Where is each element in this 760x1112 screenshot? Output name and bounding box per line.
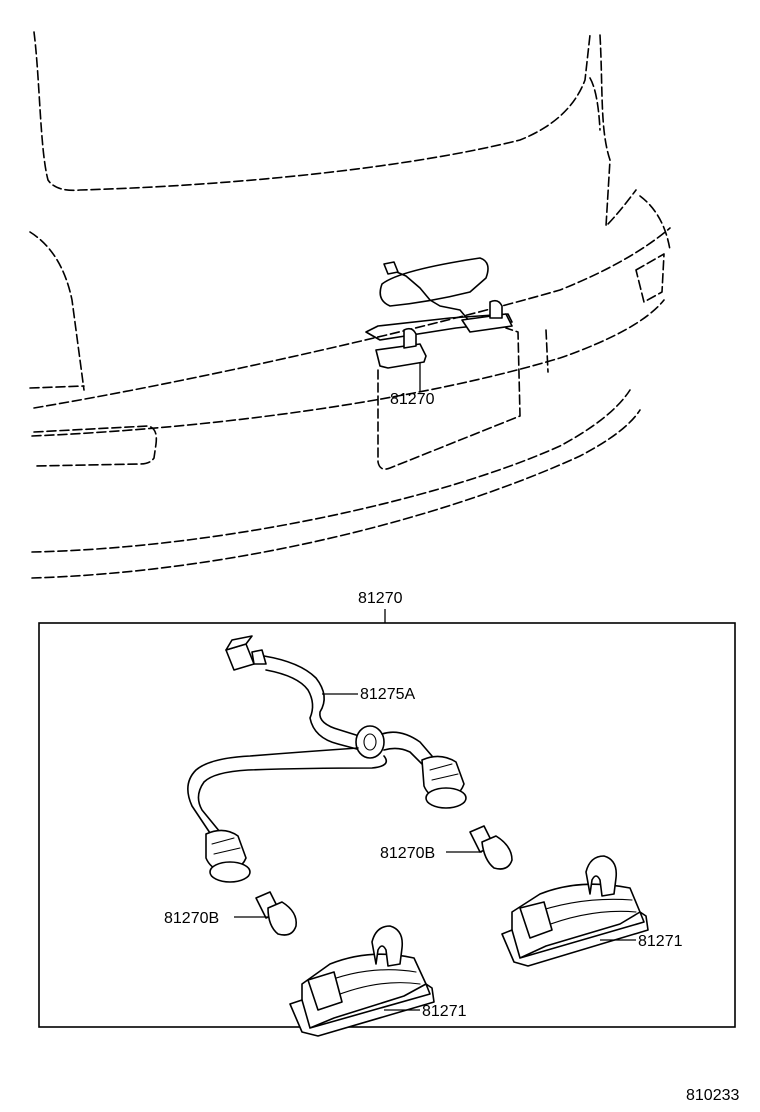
harness-socket-left-ridge (211, 837, 241, 855)
license-lamp-right (501, 855, 649, 967)
right-corner-outline (639, 195, 671, 251)
harness-branch-right-outer (381, 731, 433, 757)
bulb-right-glass (481, 835, 513, 870)
installed-socket-left (375, 343, 427, 369)
lamp-right-tab (519, 901, 553, 939)
right-inner-vertical (545, 329, 549, 373)
installed-lamp-assembly (365, 257, 513, 392)
harness-socket-left-base (209, 861, 251, 883)
harness-branch-right-inner (383, 747, 425, 767)
installed-bracket (365, 313, 513, 341)
lamp-right-label: 81271 (638, 933, 683, 950)
figure-number: 810233 (686, 1087, 739, 1104)
left-quarter-line (29, 385, 85, 389)
harness-grommet (355, 725, 385, 759)
harness-cable-outer (263, 655, 373, 741)
bulb-right-label: 81270B (380, 845, 435, 862)
assembly-part-label: 81270 (358, 590, 403, 607)
harness-socket-right-base (425, 787, 467, 809)
right-pillar-inner (589, 77, 601, 131)
installed-harness (391, 269, 471, 323)
left-quarter-outline (29, 231, 85, 391)
harness-branch-left-inner (197, 755, 388, 833)
vehicle-rear-outline (29, 31, 671, 579)
lamp-right-flange (501, 911, 649, 967)
installed-socket-left-cap (403, 327, 417, 349)
harness-socket-right-ridge (429, 763, 459, 781)
lamp-left-tab (307, 971, 343, 1011)
harness-connector-top (225, 635, 253, 651)
lamp-left-socket (371, 925, 404, 967)
right-pillar-outline (599, 34, 637, 227)
right-reflector-outline (635, 253, 665, 303)
garnish-handle (379, 257, 489, 307)
assembly-frame (38, 622, 736, 1028)
license-lamp-left (289, 925, 435, 1037)
bulb-left (255, 891, 298, 936)
harness-cable-inner (265, 669, 369, 753)
left-reflector-outline (33, 425, 158, 467)
bulb-right (469, 825, 513, 870)
bumper-bottom-line (31, 409, 641, 579)
bumper-upper-line (31, 299, 665, 437)
wire-harness (187, 635, 467, 883)
overview-part-label: 81270 (390, 391, 435, 408)
lamp-left-label: 81271 (422, 1003, 467, 1020)
bulb-left-label: 81270B (164, 910, 219, 927)
installed-socket-right-cap (489, 299, 503, 319)
wire-harness-label: 81275A (360, 686, 415, 703)
harness-branch-left-outer (187, 747, 359, 837)
harness-grommet-inner (363, 733, 377, 751)
lamp-right-socket (585, 855, 618, 897)
tailgate-beltline (33, 227, 671, 409)
license-plate-recess (377, 327, 521, 470)
rear-window-outline (33, 31, 591, 192)
installed-connector (383, 261, 399, 275)
bulb-left-glass (267, 901, 298, 936)
harness-connector-tab (251, 649, 267, 665)
bumper-lower-line (31, 389, 631, 553)
